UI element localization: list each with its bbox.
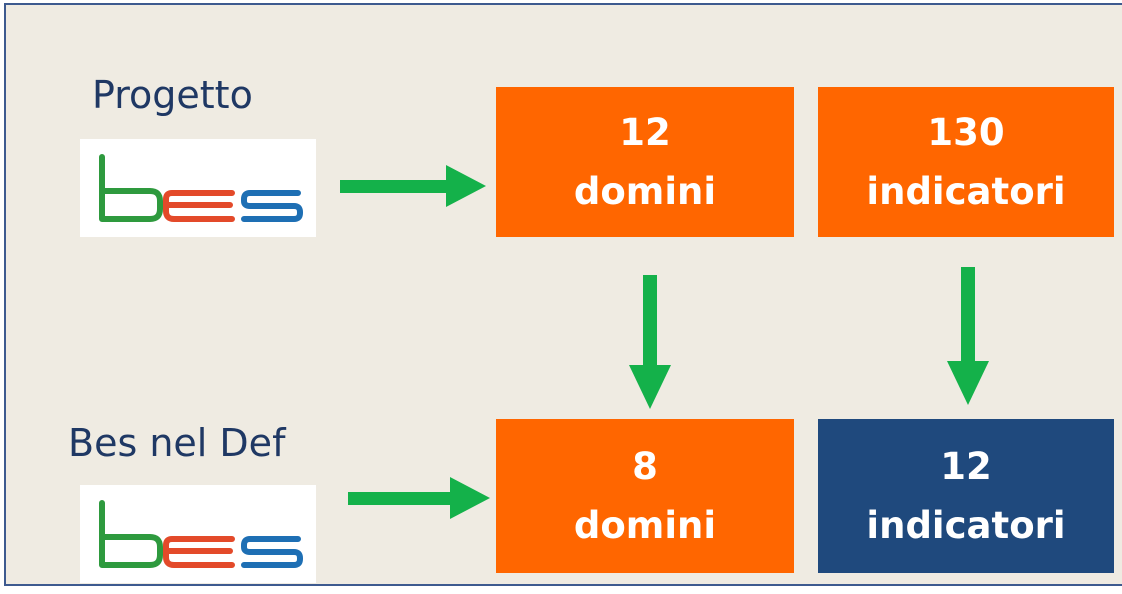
progetto-title: Progetto — [92, 73, 253, 117]
project-domains-number: 12 — [619, 111, 671, 154]
right-arrow-icon — [340, 165, 492, 209]
def-domains-number: 8 — [632, 445, 658, 488]
def-indicators-number: 12 — [940, 445, 992, 488]
def-domains-label: domini — [573, 504, 717, 547]
down-arrow-icon-domains — [626, 275, 674, 411]
bes-logo-icon — [99, 154, 303, 222]
diagram-panel: Progetto 12 domini 130 indicatori — [4, 3, 1122, 586]
right-arrow-icon-def — [348, 477, 496, 521]
bes-logo-icon — [99, 500, 303, 568]
project-domains-box: 12 domini — [496, 87, 794, 237]
def-indicators-box: 12 indicatori — [818, 419, 1114, 573]
project-indicators-box: 130 indicatori — [818, 87, 1114, 237]
down-arrow-icon-indicators — [944, 267, 992, 407]
bes-nel-def-title: Bes nel Def — [68, 421, 286, 465]
def-domains-box: 8 domini — [496, 419, 794, 573]
def-indicators-label: indicatori — [866, 504, 1066, 547]
project-domains-label: domini — [573, 170, 717, 213]
bes-logo-def — [80, 485, 316, 583]
project-indicators-number: 130 — [927, 111, 1005, 154]
project-indicators-label: indicatori — [866, 170, 1066, 213]
bes-logo-progetto — [80, 139, 316, 237]
